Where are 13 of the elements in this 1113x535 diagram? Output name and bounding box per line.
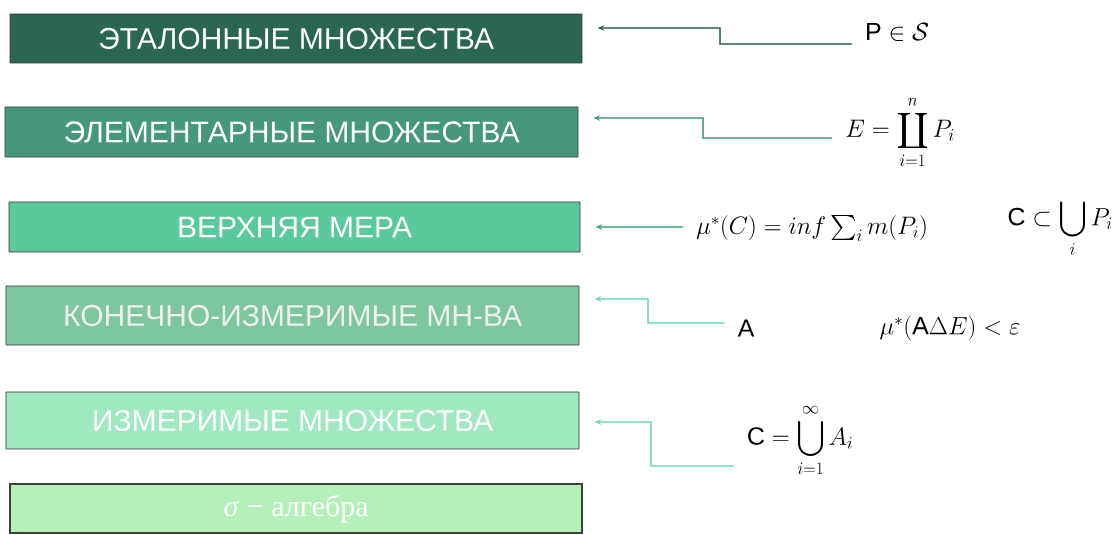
category-box: ИЗМЕРИМЫЕ МНОЖЕСТВА [5,391,580,450]
formula: $\mathrm{A}$ [737,319,755,337]
formula: $\mathrm{C} = \bigcup_{i=1}^{\infty} A_i$ [748,405,852,475]
category-box: ЭЛЕМЕНТАРНЫЕ МНОЖЕСТВА [4,106,579,158]
formula: $\mathrm{C} \subset \bigcup_i P_i$ [1008,201,1112,255]
category-box: ЭТАЛОННЫЕ МНОЖЕСТВА [9,13,583,64]
formula: $\mu^*(C) = inf \sum_i m(P_i)$ [696,215,926,242]
category-box: КОНЕЧНО-ИЗМЕРИМЫЕ МН-ВА [5,285,580,346]
formula: $\mu^*(\mathrm{A}\Delta E) < \varepsilon$ [880,315,1020,341]
formula: $\mathrm{P} \in \mathcal{S}$ [867,22,928,42]
category-box: ВЕРХНЯЯ МЕРА [8,201,581,253]
category-box: σ − алгебра [9,483,583,534]
formula: $E = \coprod_{i=1}^{n} P_i$ [846,97,954,167]
